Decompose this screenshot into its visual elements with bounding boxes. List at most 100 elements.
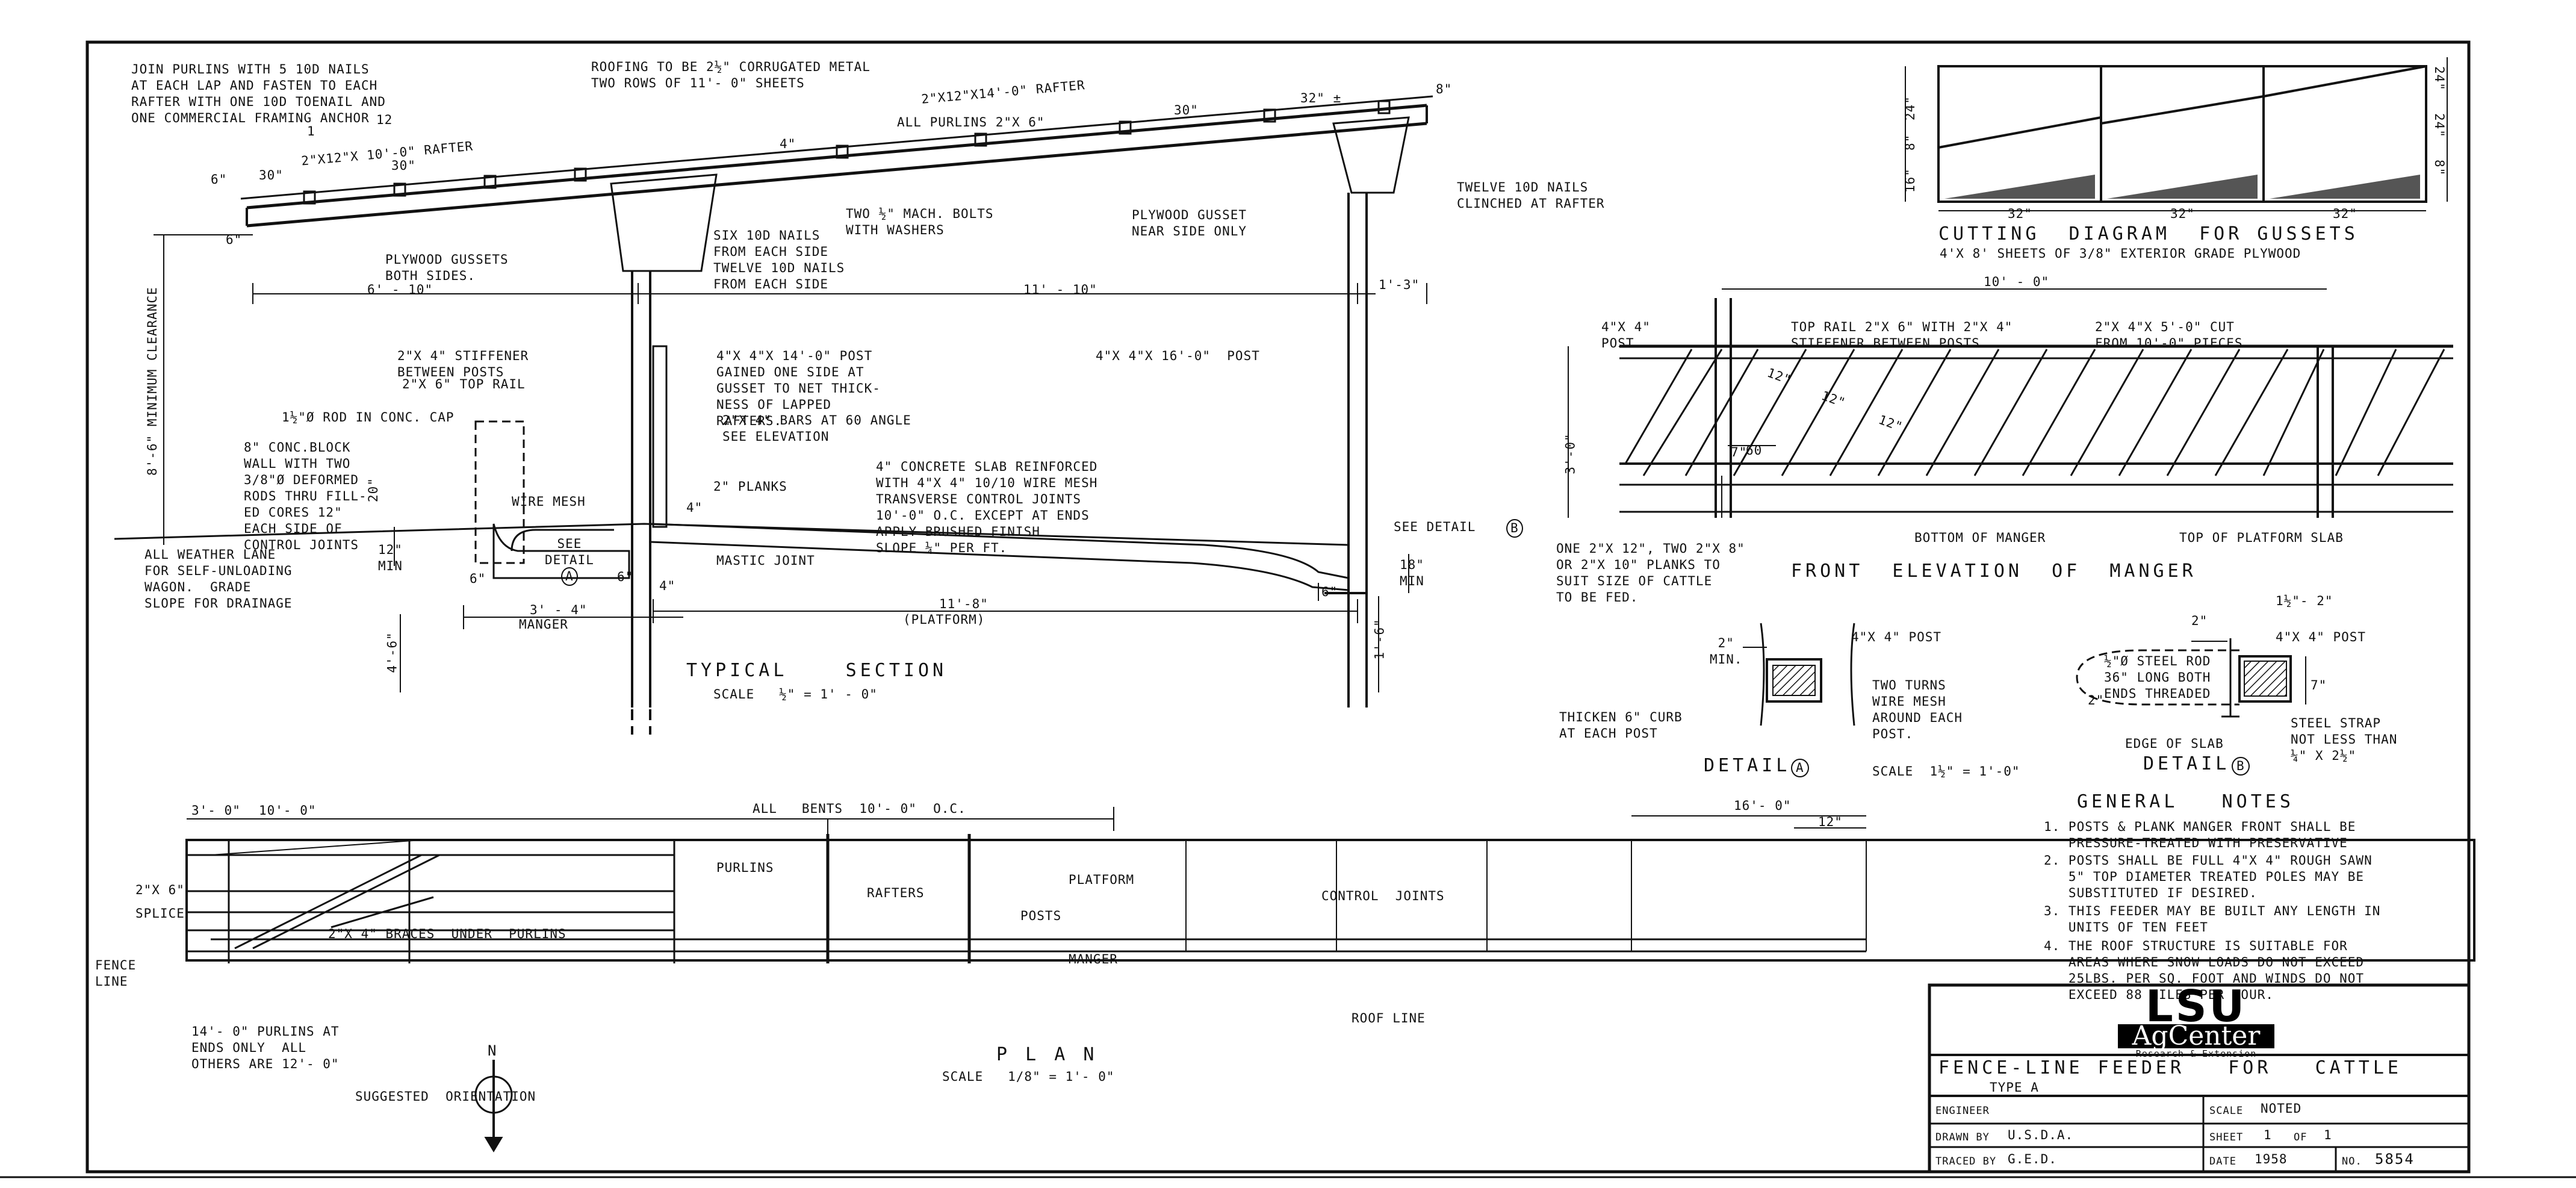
typical-section-scale: SCALE ½" = 1' - 0" <box>713 687 878 701</box>
planks-label: 2" PLANKS <box>713 479 787 494</box>
north-label: N <box>488 1042 498 1059</box>
dim-12-min: 12" MIN <box>378 543 403 573</box>
top-rail-label: 2"X 6" TOP RAIL <box>402 377 526 391</box>
front-post-label: 4"X 4" POST <box>1601 320 1651 350</box>
of-value: 1 <box>2324 1128 2332 1142</box>
dim-11-8: 11'-8" <box>939 597 989 611</box>
detail-b-rod2: 2" <box>2088 693 2105 708</box>
drawn-label: DRAWN BY <box>1935 1131 1990 1143</box>
dim-4-6: 4'-6" <box>385 632 400 673</box>
plan-dim-16-0: 16'- 0" <box>1734 798 1792 813</box>
cut-width-2: 32" <box>2170 207 2195 221</box>
weather-lane-label: ALL WEATHER LANE FOR SELF-UNLOADING WAGO… <box>144 547 293 611</box>
dim-11-10: 11' - 10" <box>1023 282 1097 297</box>
detail-a-scale: SCALE 1½" = 1'-0" <box>1872 764 2020 779</box>
plan-drawing <box>185 807 2475 1152</box>
gusset-near-label: PLYWOOD GUSSET NEAR SIDE ONLY <box>1132 208 1247 238</box>
traced-value: G.E.D. <box>2008 1152 2057 1166</box>
general-note-4: 4. THE ROOF STRUCTURE IS SUITABLE FOR AR… <box>2044 939 2365 1002</box>
clearance-label: 8'-6" MINIMUM CLEARANCE <box>145 287 160 476</box>
detail-b-rod: ½"Ø STEEL ROD 36" LONG BOTH ENDS THREADE… <box>2104 654 2211 701</box>
slope-1: 1 <box>307 124 315 138</box>
dim-30-b: 30" <box>391 158 416 173</box>
front-bottom-label: BOTTOM OF MANGER <box>1914 530 2046 545</box>
front-60: 60 <box>1746 443 1763 458</box>
cut-width-3: 32" <box>2333 207 2357 221</box>
cut-height-1: 24" <box>2432 66 2447 91</box>
stiffener-label: 2"X 4" STIFFENER BETWEEN POSTS <box>397 349 529 379</box>
front-top-rail-label: TOP RAIL 2"X 6" WITH 2"X 4" STIFFENER BE… <box>1791 320 2013 350</box>
detail-b-drawing <box>2076 638 2306 718</box>
lsu-agcenter-logo: LSU AgCenter Research & Extension <box>2118 981 2274 1059</box>
dim-1-6: 1'-6" <box>1372 618 1387 660</box>
number-value: 5854 <box>2375 1151 2415 1168</box>
sheet-border <box>85 40 2471 1174</box>
bolts-label: TWO ½" MACH. BOLTS WITH WASHERS <box>846 207 994 237</box>
date-label: DATE <box>2209 1155 2236 1168</box>
cut-width-1: 32" <box>2008 207 2032 221</box>
plan-purlin-note: 14'- 0" PURLINS AT ENDS ONLY ALL OTHERS … <box>191 1024 340 1071</box>
wire-mesh-label: WIRE MESH <box>512 494 586 509</box>
plan-2x6-label: 2"X 6" <box>135 883 185 897</box>
front-elevation-title: FRONT ELEVATION OF MANGER <box>1791 561 2197 582</box>
plan-dim-10-0: 10'- 0" <box>259 803 317 818</box>
detail-b-label: DETAIL <box>2143 753 2230 774</box>
typical-section <box>114 95 1433 735</box>
cutting-diagram-title: CUTTING DIAGRAM FOR GUSSETS <box>1938 223 2359 244</box>
detail-b-circle: B <box>2232 757 2250 776</box>
general-note-2: 2. POSTS SHALL BE FULL 4"X 4" ROUGH SAWN… <box>2044 853 2373 900</box>
platform-label: (PLATFORM) <box>903 612 985 627</box>
dim-6-d: 6" <box>617 570 634 584</box>
date-value: 1958 <box>2255 1152 2288 1166</box>
detail-a-circle: A <box>1791 759 1809 777</box>
gussets-both-label: PLYWOOD GUSSETS BOTH SIDES. <box>385 252 509 283</box>
detail-b-dim-12: 1½"- 2" <box>2276 594 2333 608</box>
of-label: OF <box>2294 1131 2308 1143</box>
logo-research-text: Research & Extension <box>2135 1048 2257 1059</box>
title-block-frame <box>1928 983 2471 1174</box>
plan-platform-label: PLATFORM <box>1069 872 1135 887</box>
dim-4: 4" <box>780 137 796 151</box>
front-7: 7" <box>1731 445 1748 459</box>
plan-scale: SCALE 1/8" = 1'- 0" <box>942 1069 1115 1084</box>
front-3-0: 3'-0" <box>1563 433 1578 474</box>
plan-purlins-label: PURLINS <box>716 860 774 875</box>
traced-label: TRACED BY <box>1935 1155 1997 1168</box>
post-16-label: 4"X 4"X 16'-0" POST <box>1096 349 1260 363</box>
six-nails-label: SIX 10D NAILS FROM EACH SIDE <box>713 228 829 259</box>
dim-30-a: 30" <box>259 168 284 182</box>
number-label: NO. <box>2342 1155 2362 1168</box>
scale-label: SCALE <box>2209 1105 2244 1117</box>
dim-30-c: 30" <box>1174 103 1199 117</box>
see-detail-a: SEE DETAIL <box>545 536 594 567</box>
post-14-label: 4"X 4"X 14'-0" POST GAINED ONE SIDE AT G… <box>716 349 881 428</box>
cut-left-2: 8" <box>1903 134 1917 151</box>
front-planks-label: ONE 2"X 12", TWO 2"X 8" OR 2"X 10" PLANK… <box>1556 541 1745 605</box>
dim-20: 20" <box>365 477 380 502</box>
logo-lsu-text: LSU <box>2145 981 2247 1031</box>
dim-4-b: 4" <box>659 579 676 593</box>
mastic-label: MASTIC JOINT <box>716 553 815 568</box>
front-cut-label: 2"X 4"X 5'-0" CUT FROM 10'-0" PIECES <box>2095 320 2243 350</box>
plan-bents-label: ALL BENTS 10'- 0" O.C. <box>753 801 966 816</box>
plan-rafters-label: RAFTERS <box>867 886 925 900</box>
slope-12: 12 <box>376 113 393 127</box>
typical-section-title: TYPICAL SECTION <box>686 660 948 681</box>
plan-posts-label: POSTS <box>1020 909 1062 923</box>
cutting-diagram-subtitle: 4'X 8' SHEETS OF 3/8" EXTERIOR GRADE PLY… <box>1940 246 2301 261</box>
dim-4-a: 4" <box>686 500 703 515</box>
detail-b-mark: B <box>1506 519 1523 538</box>
see-detail-b: SEE DETAIL <box>1394 520 1476 534</box>
block-wall-label: 8" CONC.BLOCK WALL WITH TWO 3/8"Ø DEFORM… <box>244 440 367 552</box>
cut-left-3: 16" <box>1903 168 1917 193</box>
plan-roof-label: ROOF LINE <box>1352 1011 1426 1025</box>
drawn-value: U.S.D.A. <box>2008 1128 2074 1142</box>
dim-6-c: 6" <box>470 571 486 586</box>
front-dim-top: 10' - 0" <box>1984 275 2050 289</box>
detail-a-min: 2" MIN. <box>1710 636 1743 667</box>
twelve-nails-label: TWELVE 10D NAILS CLINCHED AT RAFTER <box>1457 180 1605 211</box>
note-roofing: ROOFING TO BE 2½" CORRUGATED METAL TWO R… <box>591 60 871 90</box>
dim-3-4: 3' - 4" <box>530 603 588 617</box>
general-note-3: 3. THIS FEEDER MAY BE BUILT ANY LENGTH I… <box>2044 904 2381 935</box>
